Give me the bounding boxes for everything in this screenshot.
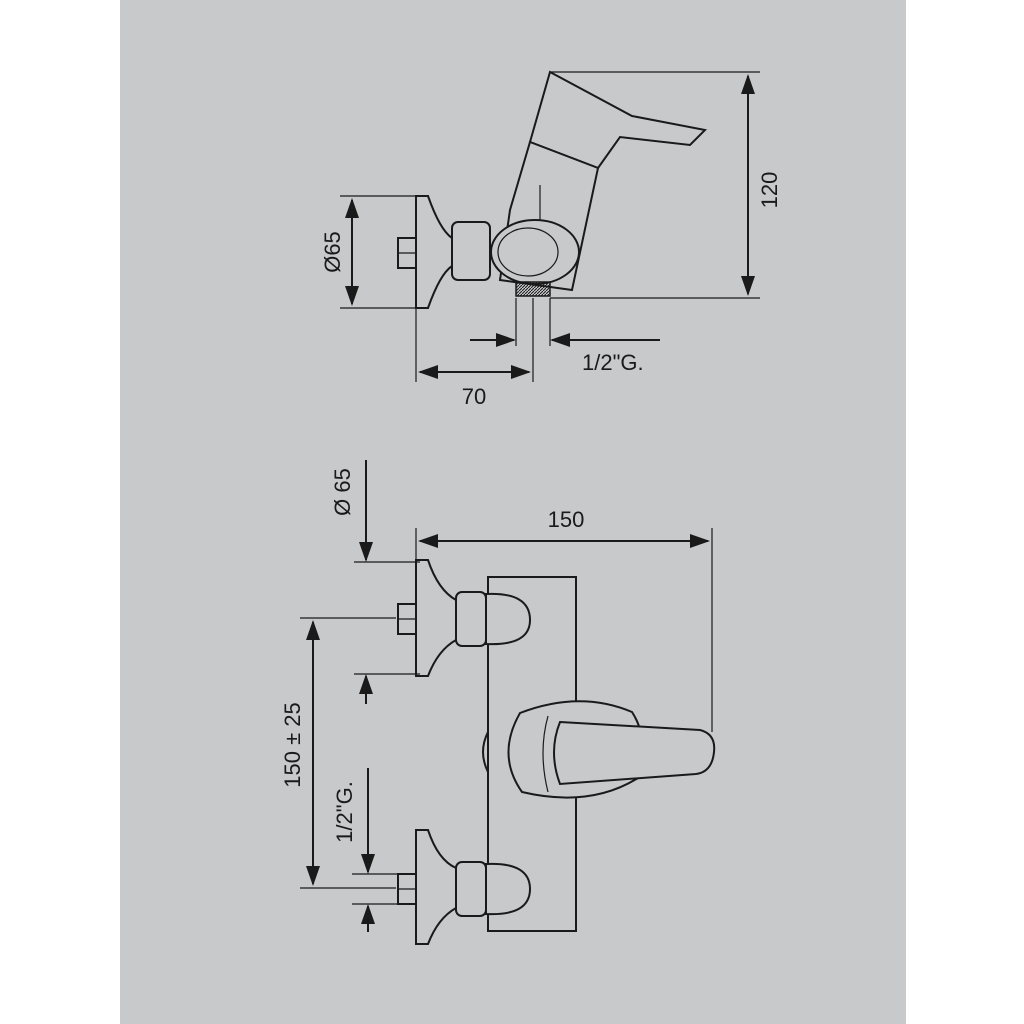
front-top-flange: [415, 559, 457, 677]
dim-thread-side-arrow-right: [550, 333, 570, 347]
dim-thread-front-arrow-bottom: [361, 904, 375, 924]
dim-70-label: 70: [462, 384, 486, 409]
dim-70-arrow-left: [418, 365, 438, 379]
dim-120-label: 120: [757, 172, 782, 209]
dim-d65-side-label: Ø65: [320, 231, 345, 273]
dim-d65-side-arrow-top: [345, 198, 359, 218]
front-top-collar: [455, 591, 487, 647]
dim-d65-front-arrow-top: [359, 542, 373, 562]
dim-150-arrow-left: [418, 534, 438, 548]
side-oval-connector: [490, 219, 580, 285]
dim-thread-front-arrow-top: [361, 854, 375, 874]
dim-120-arrow-bottom: [741, 276, 755, 296]
dim-centers-arrow-bottom: [306, 866, 320, 886]
dim-thread-side-label: 1/2"G.: [582, 350, 644, 375]
front-top-cap: [485, 592, 532, 646]
dim-thread-front-label: 1/2"G.: [332, 781, 357, 843]
dim-thread-side-arrow-left: [496, 333, 516, 347]
dim-d65-front-label: Ø 65: [330, 468, 355, 516]
front-top-fitting: [397, 559, 532, 677]
side-outlet-thread: [515, 281, 551, 297]
front-lever-handle: [553, 720, 716, 786]
dim-70-arrow-right: [511, 365, 531, 379]
dim-centers-arrow-top: [306, 620, 320, 640]
dim-d65-side-arrow-bottom: [345, 286, 359, 306]
front-lever-nub: [482, 731, 489, 773]
side-flange: [415, 195, 453, 309]
side-view: 120 Ø65 70 1/2"G.: [320, 70, 782, 409]
front-bottom-cap: [485, 862, 532, 916]
side-collar: [451, 221, 491, 281]
dim-150-label: 150: [548, 507, 585, 532]
dim-150-arrow-right: [690, 534, 710, 548]
dim-centers-label: 150 ± 25: [280, 702, 305, 787]
front-bottom-fitting: [397, 829, 532, 945]
front-bottom-collar: [455, 861, 487, 917]
front-bottom-flange: [415, 829, 457, 945]
side-oval-inner: [497, 227, 559, 277]
dim-d65-front-arrow-bottom: [359, 674, 373, 694]
dim-120-arrow-top: [741, 74, 755, 94]
front-lever-edge: [542, 715, 549, 793]
front-view: 150 Ø 65 150 ± 25 1/2"G.: [280, 460, 716, 945]
